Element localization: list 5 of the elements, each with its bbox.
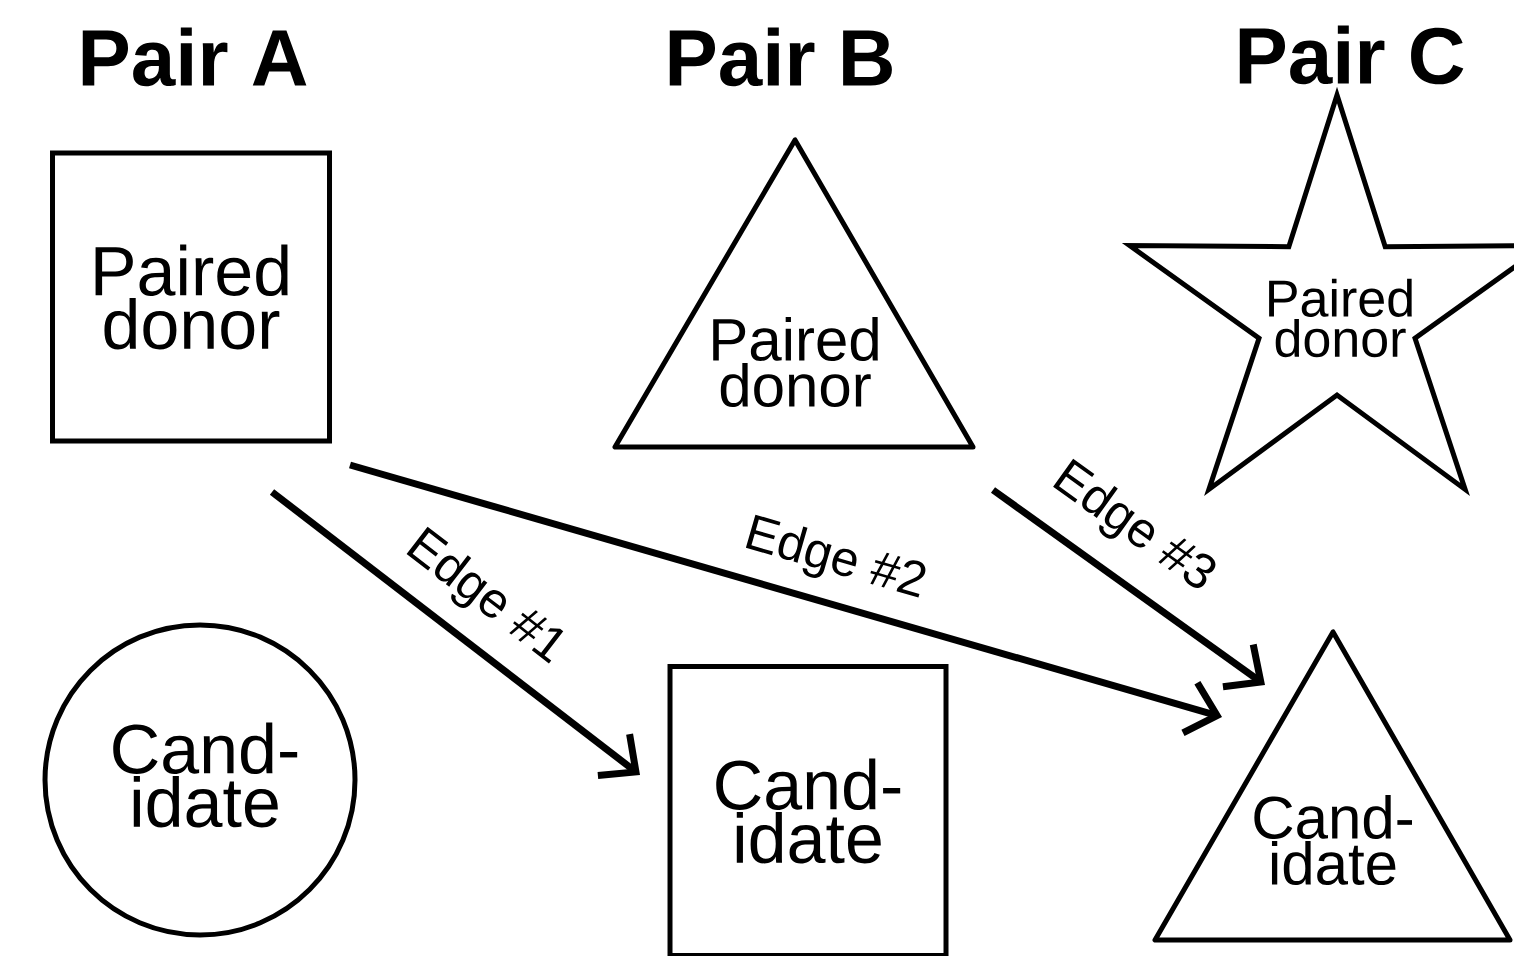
arrow: [349, 461, 1223, 736]
edge-label: Edge #2: [736, 509, 934, 611]
arrow: [990, 487, 1265, 691]
arrow: [269, 489, 640, 779]
column-heading: Pair B: [669, 27, 892, 87]
